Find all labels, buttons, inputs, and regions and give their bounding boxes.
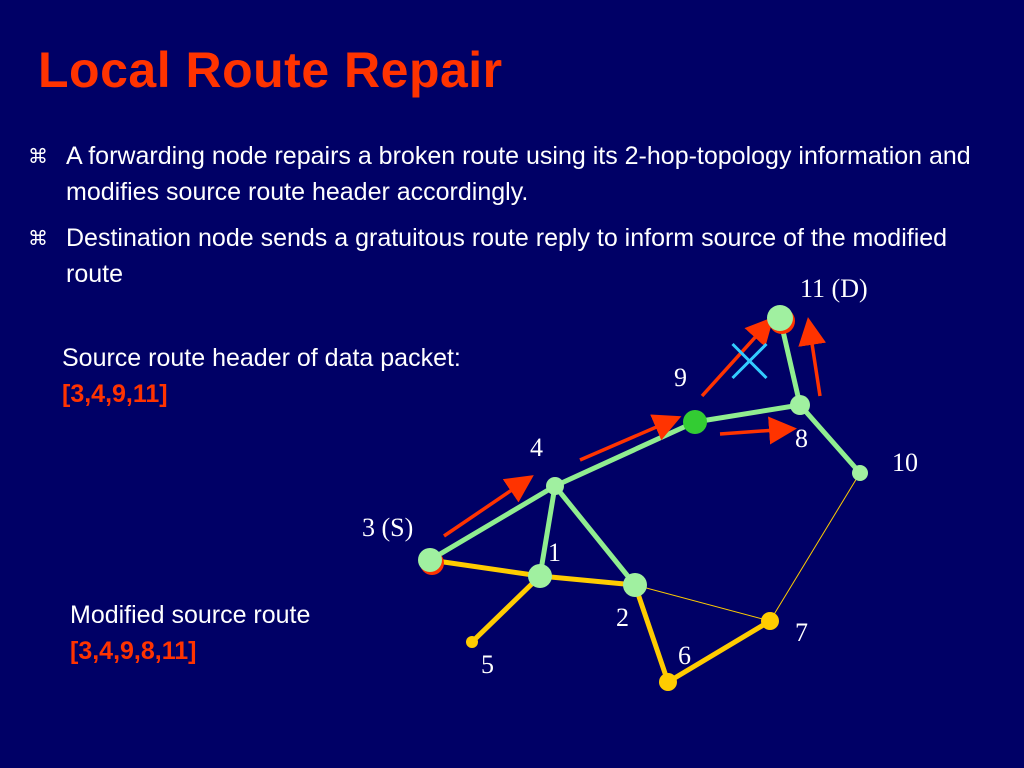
node-11 — [767, 305, 793, 331]
route-arrows-layer — [443, 316, 827, 538]
link-1-5 — [469, 573, 543, 645]
node-label-3: 3 (S) — [362, 513, 413, 542]
node-label-8: 8 — [795, 424, 808, 453]
bullet-text: A forwarding node repairs a broken route… — [66, 142, 971, 206]
route-arrow-9-8 — [719, 416, 797, 445]
original-route: [3,4,9,11] — [62, 380, 168, 408]
node-label-9: 9 — [674, 363, 687, 392]
node-label-6: 6 — [678, 641, 691, 670]
link-9-8 — [692, 402, 803, 425]
node-1 — [528, 564, 552, 588]
labels-layer: 3 (S) 4 1 2 9 11 (D) 8 10 5 6 7 — [362, 274, 918, 679]
route-arrow-3-4 — [443, 475, 534, 538]
route-arrow-4-9 — [579, 414, 682, 462]
node-label-7: 7 — [795, 618, 808, 647]
node-7 — [761, 612, 779, 630]
link-4-9 — [552, 419, 698, 489]
cmd-key-icon: ⌘ — [28, 144, 48, 168]
node-5 — [466, 636, 478, 648]
nodes-layer — [418, 305, 868, 691]
route-arrow-8-11 — [798, 317, 827, 397]
link-3-4 — [427, 483, 558, 563]
node-9 — [683, 410, 707, 434]
link-2-6 — [632, 582, 671, 685]
node-label-5: 5 — [481, 650, 494, 679]
node-6 — [659, 673, 677, 691]
node-label-11: 11 (D) — [800, 274, 868, 303]
node-8 — [790, 395, 810, 415]
route-arrow-9-11 — [700, 316, 774, 398]
link-8-10 — [797, 402, 863, 476]
bullet-item: ⌘ A forwarding node repairs a broken rou… — [28, 138, 988, 210]
node-label-1: 1 — [548, 538, 561, 567]
bullet-item: ⌘ Destination node sends a gratuitous ro… — [28, 220, 988, 292]
link-3-1 — [427, 557, 543, 579]
link-2-7 — [634, 584, 771, 622]
modified-route-note: Modified source route [3,4,9,8,11] — [70, 597, 430, 669]
slide-title: Local Route Repair — [38, 42, 503, 98]
modified-route: [3,4,9,8,11] — [70, 637, 197, 665]
link-6-7 — [665, 618, 773, 685]
node-3 — [418, 548, 442, 572]
node-label-10: 10 — [892, 448, 918, 477]
break-layer — [731, 342, 768, 380]
node-10 — [852, 465, 868, 481]
source-route-header-note: Source route header of data packet: [3,4… — [62, 340, 482, 412]
link-4-2 — [552, 483, 638, 588]
note-text: Modified source route — [70, 601, 311, 629]
node-label-4: 4 — [530, 433, 543, 462]
cmd-key-icon: ⌘ — [28, 226, 48, 250]
node-4 — [546, 477, 564, 495]
node-2 — [623, 573, 647, 597]
link-10-7 — [769, 472, 861, 622]
link-1-2 — [537, 573, 638, 588]
bullet-text: Destination node sends a gratuitous rout… — [66, 224, 948, 288]
note-text: Source route header of data packet: — [62, 344, 461, 372]
link-4-1 — [537, 483, 558, 579]
link-break-mark — [731, 342, 768, 380]
node-label-2: 2 — [616, 603, 629, 632]
